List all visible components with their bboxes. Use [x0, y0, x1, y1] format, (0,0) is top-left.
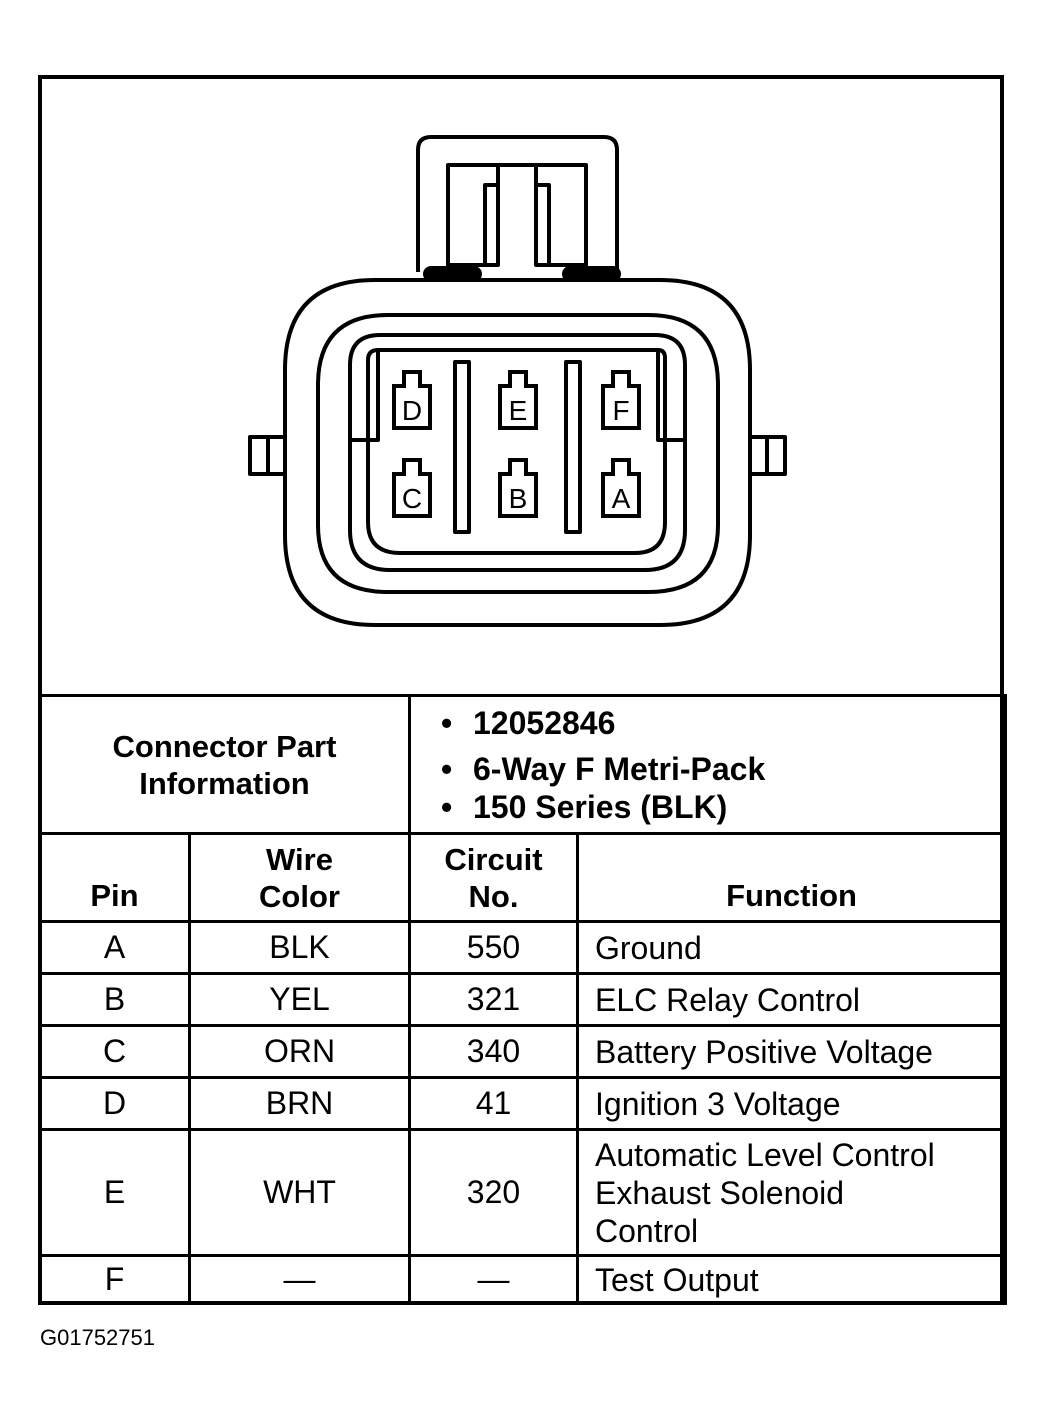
- circuit-cell: 320: [408, 1128, 579, 1257]
- function-cell: ELC Relay Control: [575, 972, 1008, 1027]
- header-circuit-no: Circuit No.: [408, 832, 579, 923]
- latch-left-slot: [446, 163, 500, 267]
- connector-body-outer: [283, 278, 752, 627]
- pin-cell: F: [38, 1254, 191, 1305]
- function-cell: Ground: [575, 920, 1008, 975]
- pin-label: B: [509, 483, 528, 514]
- latch-t-bar: [483, 163, 551, 265]
- header-pin: Pin: [38, 832, 191, 923]
- latch-outline: [416, 135, 619, 272]
- function-line: Test Output: [595, 1261, 759, 1298]
- header-pin-text: Pin: [90, 878, 139, 913]
- figure-id: G01752751: [40, 1325, 155, 1350]
- table-row: F——Test Output: [38, 1254, 1008, 1305]
- header-color-text: Color: [259, 878, 340, 914]
- pin-cell: B: [38, 972, 191, 1027]
- wire-color-cell: ORN: [188, 1024, 411, 1079]
- pin-cell: D: [38, 1076, 191, 1131]
- connector-info-table: Connector Part Information 12052846 6-Wa…: [38, 694, 1008, 1305]
- pin-label: A: [612, 483, 631, 514]
- pin-cavity: [601, 458, 641, 518]
- divider-left: [453, 360, 471, 534]
- connector-part-details: 12052846 6-Way F Metri-Pack 150 Series (…: [407, 694, 1008, 835]
- wire-color-cell: —: [188, 1254, 411, 1305]
- function-cell: Ignition 3 Voltage: [575, 1076, 1008, 1131]
- part-description-line2: 150 Series (BLK): [411, 788, 1004, 826]
- header-wire-text: Wire: [266, 841, 333, 877]
- connector-drawing: D E F C B A: [248, 135, 787, 627]
- function-cell: Battery Positive Voltage: [575, 1024, 1008, 1079]
- cavity-inner: [366, 348, 667, 555]
- function-line: Ignition 3 Voltage: [595, 1085, 841, 1122]
- header-function-text: Function: [726, 878, 857, 913]
- header-circuit-text: Circuit: [444, 841, 543, 877]
- circuit-cell: 321: [408, 972, 579, 1027]
- function-line: ELC Relay Control: [595, 981, 860, 1018]
- cavity-keys: [352, 350, 684, 442]
- circuit-cell: 41: [408, 1076, 579, 1131]
- latch-right-slot: [534, 163, 588, 267]
- header-no-text: No.: [468, 878, 519, 914]
- connector-part-info-text: Connector Part Information: [112, 728, 337, 801]
- wire-color-cell: YEL: [188, 972, 411, 1027]
- circuit-cell: —: [408, 1254, 579, 1305]
- function-line: Automatic Level Control: [595, 1136, 935, 1173]
- connector-part-info-label: Connector Part Information: [38, 694, 411, 835]
- function-line: Ground: [595, 929, 702, 966]
- pin-cavity: [392, 370, 432, 430]
- divider-right: [564, 360, 582, 534]
- header-function: Function: [575, 832, 1008, 923]
- wire-color-cell: BRN: [188, 1076, 411, 1131]
- pin-label: E: [509, 395, 528, 426]
- pin-cavity: [601, 370, 641, 430]
- header-wire-color: Wire Color: [188, 832, 411, 923]
- function-cell: Test Output: [575, 1254, 1008, 1305]
- pin-cavity: [392, 458, 432, 518]
- circuit-cell: 340: [408, 1024, 579, 1079]
- part-number: 12052846: [411, 704, 1004, 742]
- function-line: Exhaust Solenoid: [595, 1174, 845, 1211]
- cavity-outline: [348, 333, 687, 572]
- function-line: Control: [595, 1212, 699, 1249]
- pin-label: D: [402, 395, 422, 426]
- pin-cavity: [498, 370, 538, 430]
- pin-cell: E: [38, 1128, 191, 1257]
- wire-color-cell: BLK: [188, 920, 411, 975]
- pin-cell: A: [38, 920, 191, 975]
- part-description-line1: 6-Way F Metri-Pack: [411, 750, 1004, 788]
- pin-label: C: [402, 483, 422, 514]
- pin-label: F: [612, 395, 629, 426]
- pin-cell: C: [38, 1024, 191, 1079]
- wire-color-cell: WHT: [188, 1128, 411, 1257]
- pin-cavity: [498, 458, 538, 518]
- connector-body-inner: [316, 313, 720, 594]
- function-line: Battery Positive Voltage: [595, 1033, 933, 1070]
- circuit-cell: 550: [408, 920, 579, 975]
